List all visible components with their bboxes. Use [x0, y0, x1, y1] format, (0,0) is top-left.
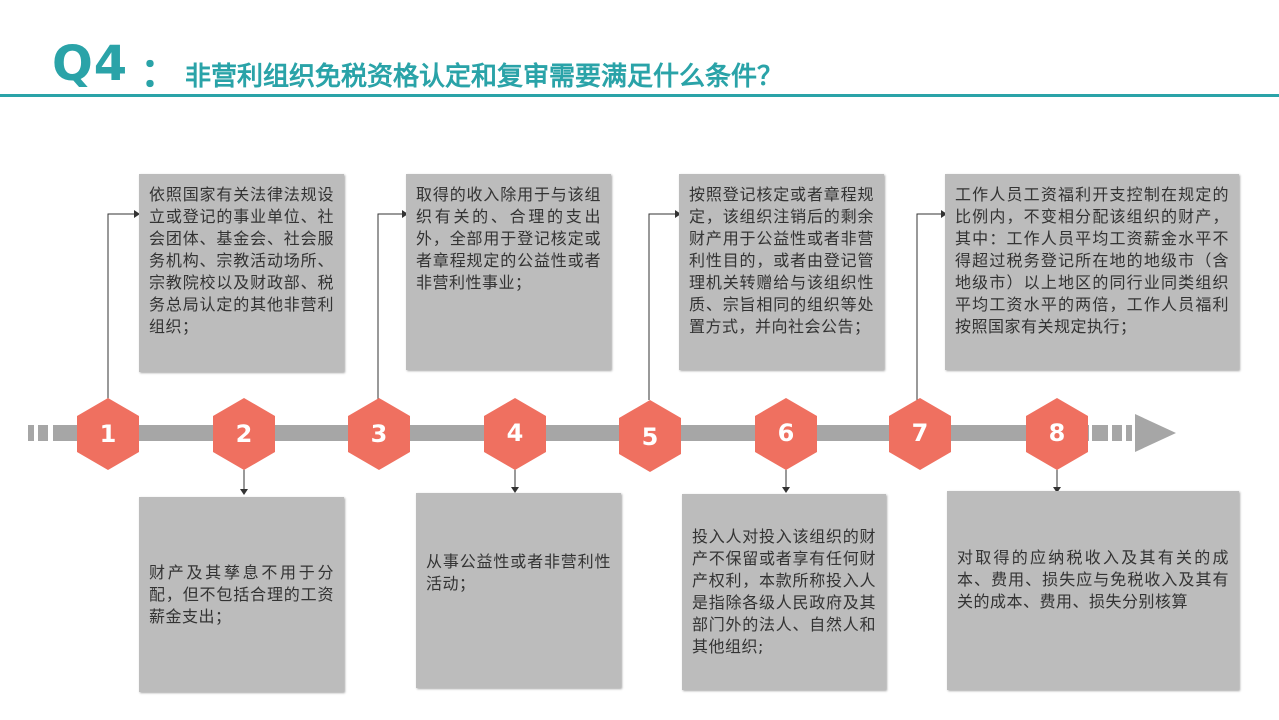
condition-box-3: 取得的收入除用于与该组织有关的、合理的支出外，全部用于登记核定或者章程规定的公益… — [406, 174, 611, 370]
condition-box-5: 按照登记核定或者章程规定，该组织注销后的剩余财产用于公益性或者非营利性目的，或者… — [679, 174, 884, 370]
condition-text-1: 依照国家有关法律法规设立或登记的事业单位、社会团体、基金会、社会服务机构、宗教活… — [149, 185, 334, 336]
condition-text-4: 从事公益性或者非营利性活动； — [426, 552, 611, 593]
condition-text-6: 投入人对投入该组织的财产不保留或者享有任何财产权利，本款所称投入人是指除各级人民… — [692, 527, 876, 656]
arrow-tip-3 — [402, 210, 408, 218]
arrow-tip-1 — [134, 210, 140, 218]
page-title: 非营利组织免税资格认定和复审需要满足什么条件？ — [185, 62, 784, 92]
condition-box-7: 工作人员工资福利开支控制在规定的比例内，不变相分配该组织的财产，其中：工作人员平… — [945, 174, 1239, 370]
connector-5 — [648, 213, 675, 400]
step-hexagon-3 — [348, 398, 410, 470]
arrow-tip-6 — [782, 487, 790, 493]
step-number-7: 7 — [911, 419, 929, 447]
condition-text-2: 财产及其孳息不用于分配，但不包括合理的工资薪金支出； — [149, 562, 334, 626]
step-hexagon-2 — [213, 398, 275, 470]
step-number-8: 8 — [1048, 419, 1066, 447]
question-number: Q4 — [52, 36, 129, 92]
title-colon: ： — [140, 50, 180, 96]
page-header: Q4 ： 非营利组织免税资格认定和复审需要满足什么条件？ — [0, 30, 1279, 100]
arrow-tip-8 — [1053, 487, 1061, 493]
step-number-4: 4 — [506, 419, 524, 447]
condition-box-6: 投入人对投入该组织的财产不保留或者享有任何财产权利，本款所称投入人是指除各级人民… — [682, 494, 886, 690]
connector-7 — [916, 213, 941, 400]
condition-text-3: 取得的收入除用于与该组织有关的、合理的支出外，全部用于登记核定或者章程规定的公益… — [416, 185, 601, 292]
step-number-5: 5 — [641, 423, 659, 451]
condition-text-5: 按照登记核定或者章程规定，该组织注销后的剩余财产用于公益性或者非营利性目的，或者… — [689, 185, 874, 336]
step-hexagon-1 — [77, 398, 139, 470]
track-head-dash — [1112, 425, 1122, 441]
step-hexagon-6 — [755, 398, 817, 470]
step-hexagon-4 — [484, 398, 546, 470]
track-tail-dash — [53, 425, 77, 441]
arrow-tip-2 — [240, 489, 248, 495]
condition-box-2: 财产及其孳息不用于分配，但不包括合理的工资薪金支出； — [139, 497, 344, 692]
condition-box-8: 对取得的应纳税收入及其有关的成本、费用、损失应与免税收入及其有关的成本、费用、损… — [947, 491, 1239, 690]
arrow-tip-7 — [941, 210, 947, 218]
step-hexagon-8 — [1026, 398, 1088, 470]
track-head-dash — [1126, 425, 1132, 441]
step-hexagon-7 — [889, 398, 951, 470]
arrow-tip-5 — [675, 210, 681, 218]
track-head-dash — [1092, 425, 1108, 441]
connector-3 — [377, 213, 402, 400]
condition-text-7: 工作人员工资福利开支控制在规定的比例内，不变相分配该组织的财产，其中：工作人员平… — [955, 185, 1229, 336]
step-number-1: 1 — [99, 420, 117, 448]
header-divider — [0, 94, 1279, 97]
step-number-3: 3 — [370, 420, 388, 448]
condition-box-4: 从事公益性或者非营利性活动； — [416, 493, 621, 688]
timeline-arrowhead — [1135, 414, 1176, 452]
connector-1 — [107, 213, 134, 400]
track-tail-dash — [28, 425, 34, 441]
track-tail-dash — [38, 425, 48, 441]
condition-text-8: 对取得的应纳税收入及其有关的成本、费用、损失应与免税收入及其有关的成本、费用、损… — [957, 548, 1229, 611]
condition-box-1: 依照国家有关法律法规设立或登记的事业单位、社会团体、基金会、社会服务机构、宗教活… — [139, 174, 344, 372]
step-number-6: 6 — [777, 419, 795, 447]
arrow-tip-4 — [511, 487, 519, 493]
step-number-2: 2 — [235, 420, 253, 448]
timeline-track — [77, 425, 1089, 441]
step-hexagon-5 — [619, 400, 681, 472]
